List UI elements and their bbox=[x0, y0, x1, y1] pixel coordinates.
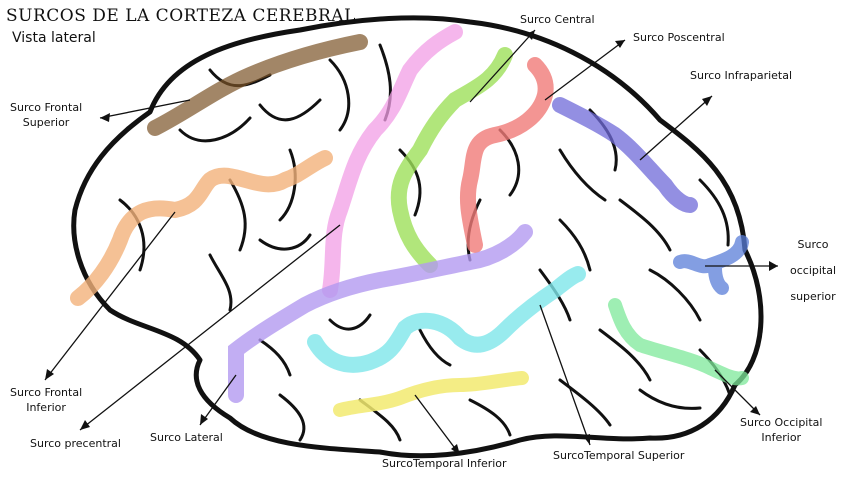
arrow-infraparietal bbox=[639, 95, 713, 161]
label-occipital-superior-line3: superior bbox=[790, 290, 836, 303]
label-temporal-superior: SurcoTemporal Superior bbox=[553, 449, 685, 462]
label-occipital-inferior-line1: Surco Occipital bbox=[740, 416, 823, 429]
arrow-heads bbox=[45, 30, 778, 455]
sulcus-temporal-superior bbox=[307, 266, 586, 373]
label-frontal-superior: Surco Frontal Superior bbox=[10, 100, 82, 130]
arrow-occipital-inferior bbox=[714, 369, 761, 416]
label-occipital-superior-line2: occipital bbox=[790, 264, 837, 277]
page-title: SURCOS DE LA CORTEZA CEREBRAL bbox=[6, 6, 356, 26]
label-frontal-inferior-line2: Inferior bbox=[26, 401, 66, 414]
arrow-central bbox=[469, 29, 536, 103]
arrow-temporal-superior bbox=[539, 304, 591, 446]
arrow-poscentral bbox=[544, 39, 626, 101]
sulcus-precentral bbox=[322, 24, 463, 298]
arrow-frontal-superior bbox=[99, 99, 191, 119]
label-frontal-inferior-line1: Surco Frontal bbox=[10, 386, 83, 399]
label-central: Surco Central bbox=[520, 13, 595, 26]
arrow-frontal-inferior bbox=[44, 211, 176, 381]
arrow-precentral bbox=[79, 224, 341, 431]
label-frontal-superior-line2: Superior bbox=[22, 116, 70, 129]
brain-outline bbox=[71, 15, 764, 459]
label-frontal-superior-line1: Surco Frontal bbox=[10, 101, 83, 114]
sulcus-central bbox=[390, 47, 513, 273]
sulcus-infraparietal bbox=[552, 97, 698, 213]
label-frontal-inferior: Surco Frontal Inferior bbox=[10, 385, 82, 415]
sulcus-frontal-superior bbox=[147, 34, 368, 136]
sulcus-poscentral bbox=[459, 57, 554, 253]
sulcus-temporal-inferior bbox=[333, 371, 529, 417]
label-occipital-inferior: Surco Occipital Inferior bbox=[740, 415, 822, 445]
label-precentral: Surco precentral bbox=[30, 437, 121, 450]
label-lateral: Surco Lateral bbox=[150, 431, 223, 444]
label-occipital-superior-line1: Surco bbox=[797, 238, 829, 251]
arrow-lateral bbox=[199, 374, 237, 426]
arrow-temporal-inferior bbox=[414, 394, 461, 456]
label-poscentral: Surco Poscentral bbox=[633, 31, 725, 44]
sulcus-lateral bbox=[228, 224, 533, 403]
label-occipital-superior: Surco occipital superior bbox=[790, 232, 836, 310]
leader-arrows bbox=[44, 29, 778, 456]
label-infraparietal: Surco Infraparietal bbox=[690, 69, 793, 82]
label-temporal-inferior: SurcoTemporal Inferior bbox=[382, 457, 507, 470]
page-subtitle: Vista lateral bbox=[12, 30, 96, 46]
sulcus-occipital-inferior bbox=[608, 298, 749, 386]
sulcus-frontal-inferior bbox=[70, 150, 333, 306]
label-occipital-inferior-line2: Inferior bbox=[761, 431, 802, 444]
sulcus-occipital-superior bbox=[673, 235, 749, 295]
